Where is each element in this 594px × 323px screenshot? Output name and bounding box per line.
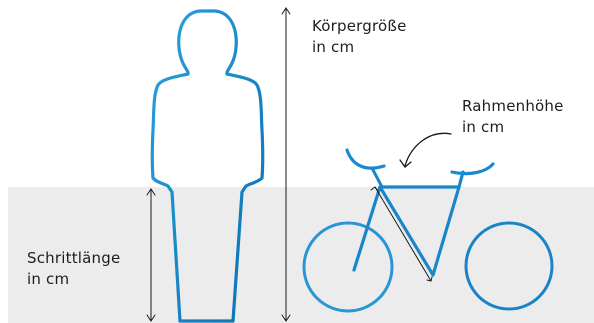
frame-height-label: Rahmenhöhe in cm [462, 96, 564, 138]
handlebar [452, 164, 493, 174]
inseam-label: Schrittlänge in cm [27, 248, 120, 290]
body-height-unit: in cm [312, 37, 407, 58]
frame-height-title: Rahmenhöhe [462, 96, 564, 117]
saddle [347, 150, 384, 168]
bicycle-icon [304, 150, 552, 311]
inseam-title: Schrittlänge [27, 248, 120, 269]
front-wheel [466, 223, 552, 309]
frame-height-unit: in cm [462, 117, 564, 138]
inseam-unit: in cm [27, 269, 120, 290]
body-height-title: Körpergröße [312, 16, 407, 37]
person-outline-icon [152, 11, 263, 321]
rear-wheel [304, 223, 392, 311]
curved-arrow-icon [400, 133, 451, 167]
seat-post [372, 168, 382, 187]
seat-stay [354, 187, 380, 270]
body-height-label: Körpergröße in cm [312, 16, 407, 58]
